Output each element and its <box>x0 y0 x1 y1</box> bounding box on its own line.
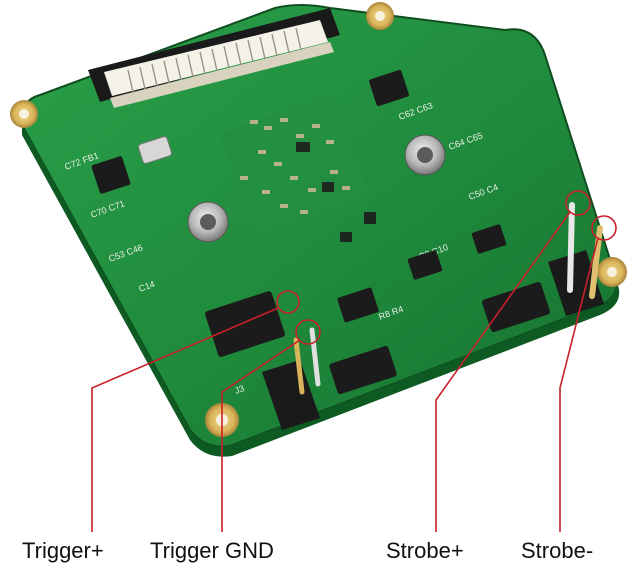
ic-chips <box>91 69 550 395</box>
callout-trigger-plus <box>91 290 300 532</box>
mounting-hole-top-right <box>366 2 394 30</box>
smd-component-field <box>219 92 376 242</box>
label-trigger-plus: Trigger+ <box>22 538 104 563</box>
callout-trigger-gnd <box>221 319 321 532</box>
mounting-hole-right <box>597 257 627 287</box>
callout-strobe-plus <box>435 190 591 532</box>
callout-strobe-minus <box>559 215 617 532</box>
svg-text:J3: J3 <box>233 383 245 396</box>
screw-left <box>187 201 229 243</box>
crystal-oscillator <box>137 136 173 164</box>
label-strobe-minus: Strobe- <box>521 538 594 563</box>
screw-right <box>404 134 446 176</box>
mounting-hole-top-left <box>10 100 38 128</box>
label-strobe-plus: Strobe+ <box>386 538 464 563</box>
ffc-connector <box>88 8 340 108</box>
header-j3 <box>262 327 321 430</box>
label-trigger-gnd: Trigger GND <box>150 538 274 563</box>
